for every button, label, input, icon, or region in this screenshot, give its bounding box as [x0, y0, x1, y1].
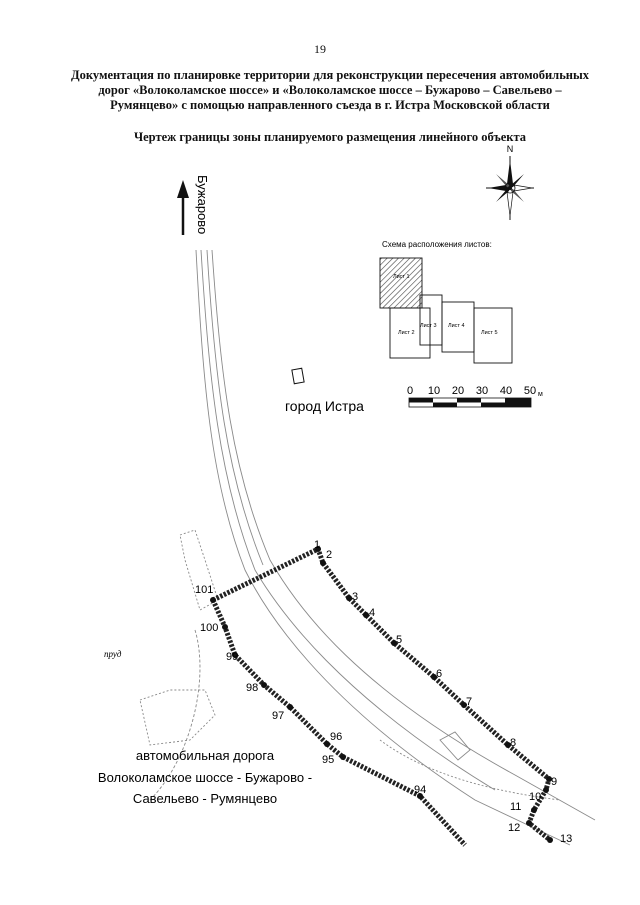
point-label: 95: [322, 754, 334, 766]
road-label-line: Волоколамское шоссе - Бужарово -: [98, 770, 312, 785]
point-label: 99: [226, 651, 238, 663]
pond-label: пруд: [104, 649, 122, 659]
point-label: 11: [510, 801, 521, 813]
sheet-label: Лист 1: [393, 274, 410, 280]
point-label: 4: [369, 607, 375, 619]
point-label: 96: [330, 731, 342, 743]
scale-tick-label: 10: [428, 385, 440, 397]
scale-bar: 0 10 20 30 40 50 м: [407, 385, 543, 408]
point-label: 9: [551, 776, 557, 788]
point-label: 3: [352, 591, 358, 603]
sheet-layout-scheme: Схема расположения листов: Лист 1 Лист 2…: [379, 240, 513, 364]
sheet-scheme-title: Схема расположения листов:: [382, 240, 492, 249]
point-label: 12: [508, 822, 520, 834]
compass-rose-icon: N: [486, 144, 534, 220]
point-label: 1: [314, 539, 320, 551]
title-line: Румянцево» с помощью направленного съезд…: [110, 98, 550, 112]
direction-label: Бужарово: [195, 175, 210, 234]
city-label: город Истра: [285, 398, 364, 414]
sheet-label: Лист 5: [481, 330, 498, 336]
point-label: 2: [326, 549, 332, 561]
point-label: 10: [529, 791, 541, 803]
road-label-line: Савельево - Румянцево: [133, 791, 277, 806]
title-line: Документация по планировке территории дл…: [70, 68, 590, 82]
scale-tick-label: 40: [500, 385, 512, 397]
point-label: 98: [246, 682, 258, 694]
point-label: 97: [272, 710, 284, 722]
page-number: 19: [314, 42, 326, 56]
planning-boundary: [210, 545, 552, 847]
scale-tick-label: 30: [476, 385, 488, 397]
north-label: N: [507, 144, 514, 154]
point-label: 6: [436, 668, 442, 680]
point-label: 7: [466, 696, 472, 708]
scale-tick-label: 20: [452, 385, 464, 397]
document-title: Документация по планировке территории дл…: [40, 68, 620, 113]
point-label: 94: [414, 784, 426, 796]
boundary-point-labels: 1 2 3 4 5 6 7 8 9 10 11 12 13 94 95 96 9…: [195, 539, 572, 845]
point-label: 100: [200, 622, 218, 634]
sheet-label: Лист 4: [448, 323, 465, 329]
point-label: 101: [195, 584, 213, 596]
point-label: 5: [396, 634, 402, 646]
boundary-points: [210, 546, 553, 843]
title-line: дорог «Волоколамское шоссе» и «Волоколам…: [98, 83, 562, 97]
scale-tick-label: 0: [407, 385, 413, 397]
direction-arrow-icon: [177, 180, 189, 235]
drawing-subtitle: Чертеж границы зоны планируемого размеще…: [133, 130, 527, 144]
point-label: 8: [510, 737, 516, 749]
road-outline: [139, 249, 596, 846]
scale-tick-label: 50: [524, 385, 536, 397]
sheet-label: Лист 3: [420, 323, 437, 329]
road-label-line: автомобильная дорога: [136, 748, 275, 763]
building-icon: [291, 367, 305, 385]
point-label: 13: [560, 833, 572, 845]
scale-unit: м: [538, 391, 543, 398]
sheet-label: Лист 2: [398, 330, 415, 336]
